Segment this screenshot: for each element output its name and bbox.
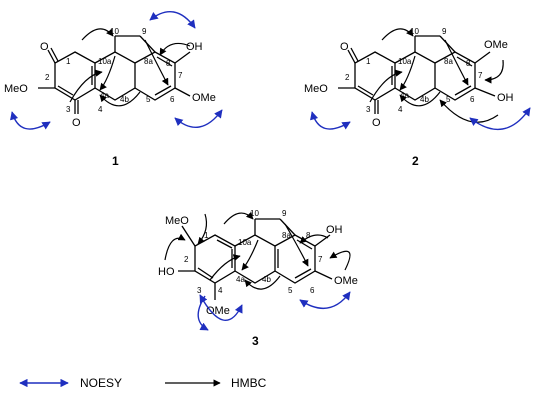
hydroxyl-label: OH <box>186 41 203 53</box>
compound-1: O O OH MeO OMe 1 2 3 4 4a 4b 5 6 7 8 8a … <box>4 11 223 168</box>
carbonyl-o-bottom: O <box>372 117 381 129</box>
atom-number: 8a <box>444 57 453 66</box>
atom-number: 5 <box>288 286 293 295</box>
atom-number: 7 <box>478 71 483 80</box>
legend: NOESY HMBC <box>19 376 267 390</box>
atom-number: 10 <box>410 27 419 36</box>
atom-number: 5 <box>146 95 151 104</box>
atom-number: 4b <box>262 275 271 284</box>
atom-number: 8 <box>466 59 471 68</box>
atom-number: 10a <box>98 57 112 66</box>
methoxy-top-label: MeO <box>165 215 189 227</box>
methoxy-left-label: MeO <box>304 83 328 95</box>
methoxy-top-label: OMe <box>484 39 508 51</box>
compound-label-2: 2 <box>412 154 419 168</box>
methoxy-right-label: OMe <box>192 92 216 104</box>
atom-number: 4a <box>100 91 109 100</box>
atom-number: 4 <box>218 286 223 295</box>
atom-number: 6 <box>310 286 315 295</box>
hmbc-legend-label: HMBC <box>231 376 267 390</box>
atom-number: 2 <box>45 73 50 82</box>
atom-number: 9 <box>142 27 147 36</box>
atom-number: 4 <box>398 105 403 114</box>
atom-number: 5 <box>446 95 451 104</box>
atom-number: 4a <box>400 91 409 100</box>
atom-number: 9 <box>282 209 287 218</box>
hydroxyl-label: OH <box>326 224 343 236</box>
atom-number: 8 <box>306 231 311 240</box>
atom-number: 10a <box>238 238 252 247</box>
atom-number: 3 <box>197 286 202 295</box>
compound-label-3: 3 <box>252 334 259 348</box>
atom-number: 7 <box>318 255 323 264</box>
atom-number: 4b <box>120 95 129 104</box>
methoxy-bottom-label: OMe <box>206 305 230 317</box>
atom-number: 4b <box>420 95 429 104</box>
atom-number: 10 <box>110 27 119 36</box>
atom-number: 1 <box>366 57 371 66</box>
atom-number: 6 <box>470 95 475 104</box>
compound-2: O O MeO OMe OH 1 2 3 4 4a 4b 5 6 7 8 8a … <box>304 27 531 168</box>
atom-number: 4a <box>236 275 245 284</box>
carbonyl-o-bottom: O <box>72 117 81 129</box>
atom-number: 8a <box>144 57 153 66</box>
atom-number: 8 <box>166 59 171 68</box>
methoxy-left-label: MeO <box>4 83 28 95</box>
atom-number: 10a <box>398 57 412 66</box>
compound-label-1: 1 <box>112 154 119 168</box>
noesy-legend-label: NOESY <box>80 376 122 390</box>
carbonyl-o-top: O <box>40 41 49 53</box>
atom-number: 3 <box>366 105 371 114</box>
atom-number: 2 <box>345 73 350 82</box>
hydroxyl-left-label: HO <box>158 266 175 278</box>
methoxy-right-label: OMe <box>334 275 358 287</box>
atom-number: 6 <box>170 95 175 104</box>
atom-number: 1 <box>66 57 71 66</box>
atom-number: 7 <box>178 71 183 80</box>
atom-number: 8a <box>282 231 291 240</box>
atom-number: 3 <box>66 105 71 114</box>
atom-number: 9 <box>442 27 447 36</box>
compound-3: MeO HO OH OMe OMe 1 2 3 4 4a 4b 5 6 7 8 … <box>158 209 358 348</box>
atom-number: 10 <box>250 209 259 218</box>
atom-number: 4 <box>98 105 103 114</box>
atom-number: 1 <box>204 231 209 240</box>
carbonyl-o-top: O <box>340 41 349 53</box>
hydroxyl-label: OH <box>497 92 514 104</box>
atom-number: 2 <box>184 255 189 264</box>
